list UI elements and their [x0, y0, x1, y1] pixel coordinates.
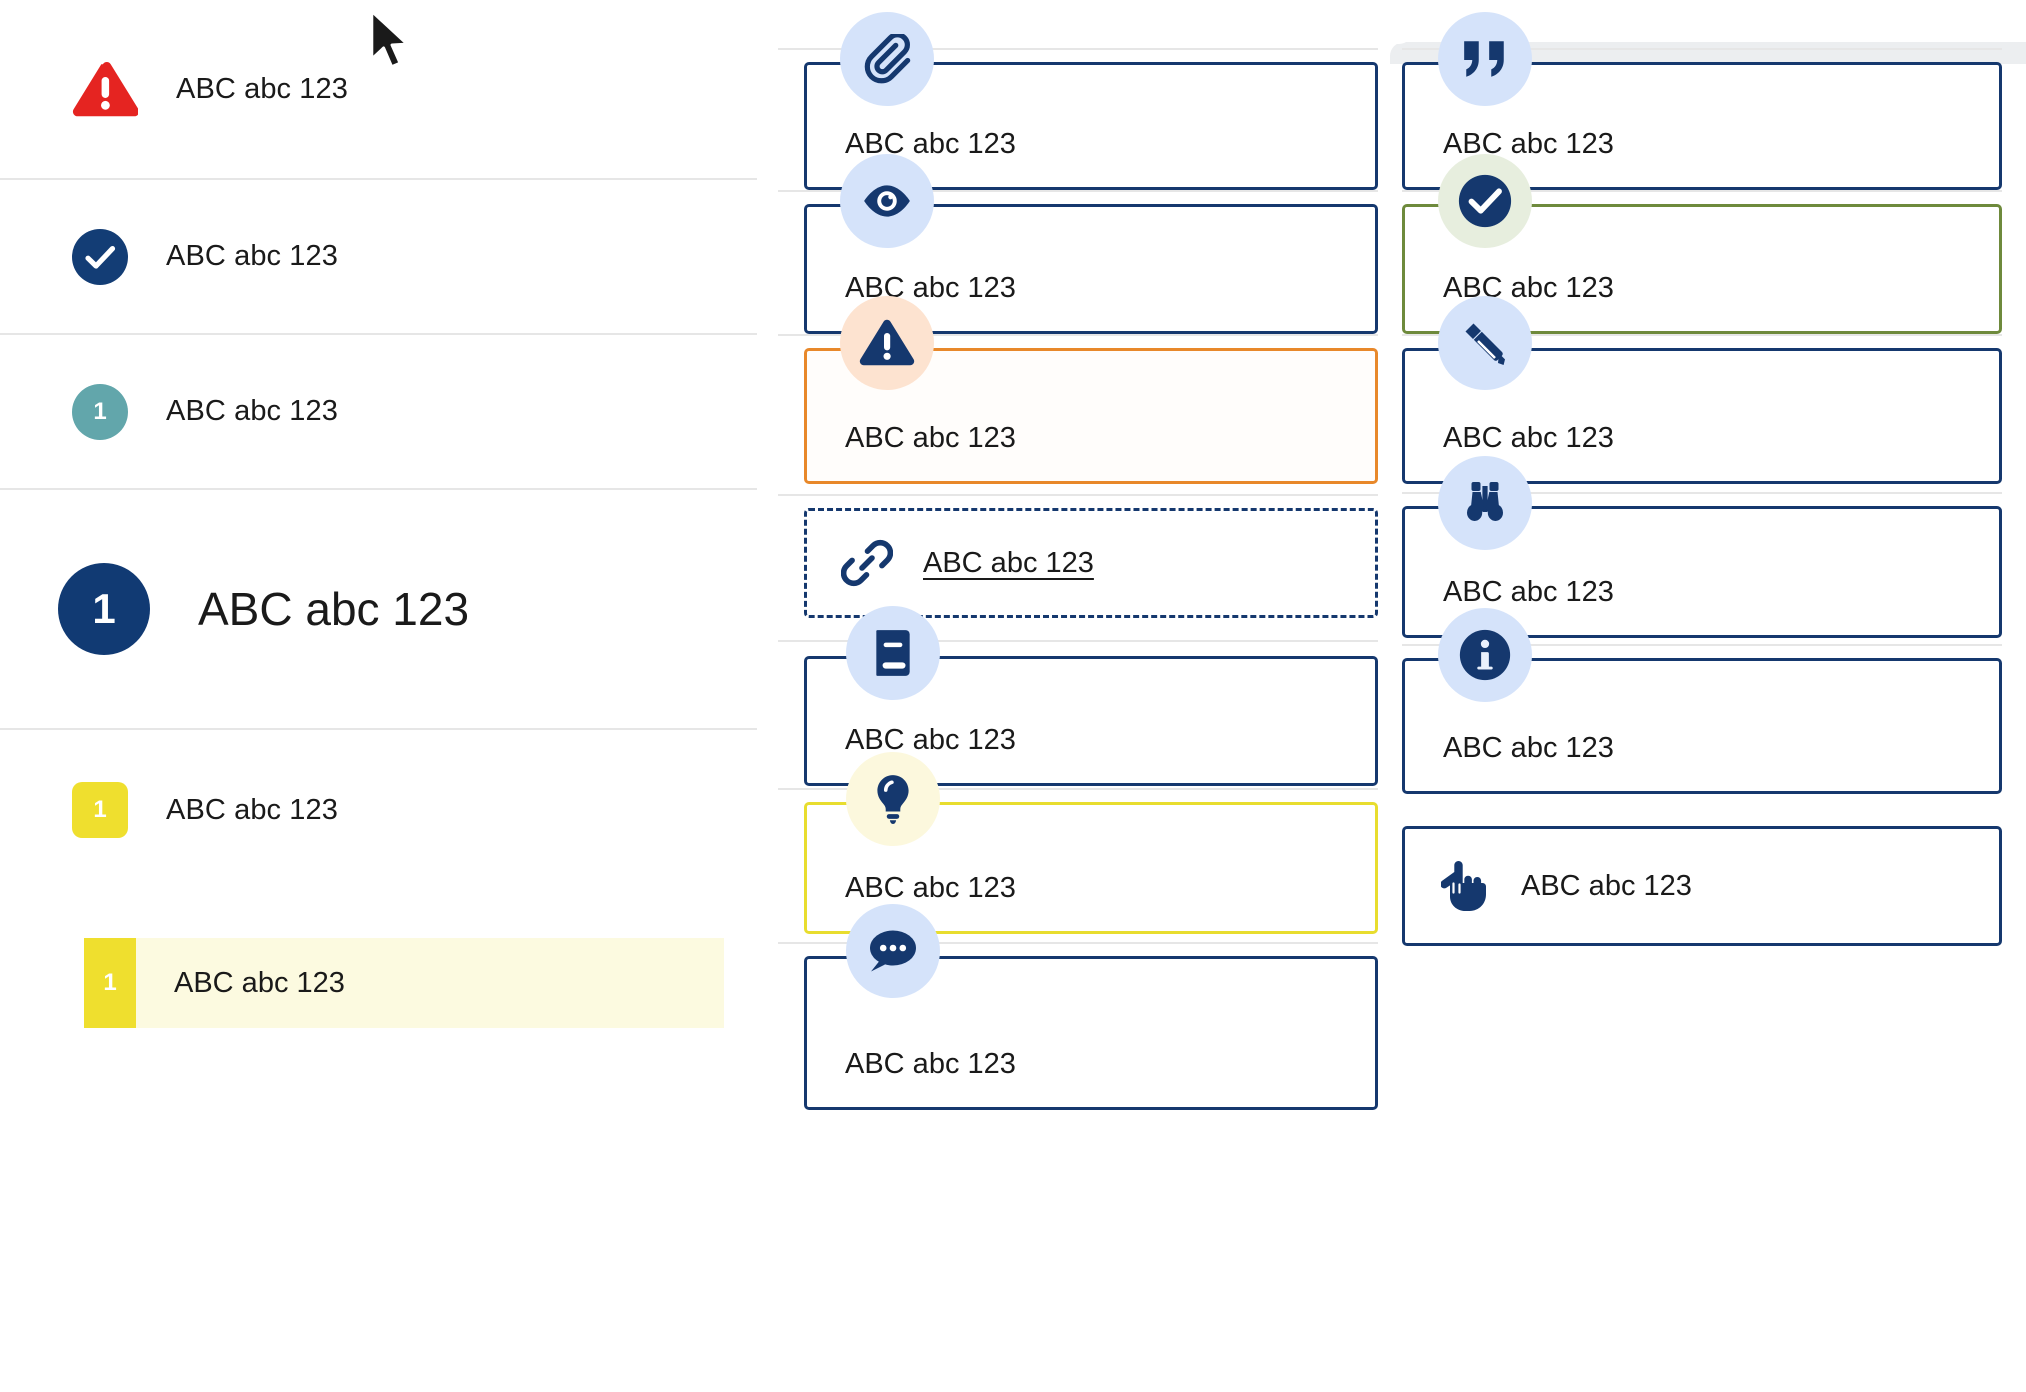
card-slot: ABC abc 123 [778, 296, 1378, 486]
sidebar-item-label: ABC abc 123 [174, 966, 345, 999]
divider [778, 640, 1378, 642]
card-label: ABC abc 123 [1443, 732, 1614, 764]
card-label: ABC abc 123 [845, 724, 1016, 756]
divider [778, 942, 1378, 944]
divider [1402, 48, 2002, 50]
divider [1402, 334, 2002, 336]
panel-corner-decoration [1389, 28, 2026, 64]
sidebar-item-label: ABC abc 123 [198, 583, 470, 635]
pointing-hand-icon [1441, 859, 1487, 913]
card-slot: ABC abc 123 [1402, 296, 2002, 486]
paperclip-icon [840, 12, 934, 106]
card-label: ABC abc 123 [845, 872, 1016, 904]
warning-icon [840, 296, 934, 390]
card-column-middle: ABC abc 123 ABC abc 123 [778, 0, 1378, 1110]
pencil-icon [1438, 296, 1532, 390]
number-circle-icon: 1 [72, 383, 128, 440]
divider [778, 788, 1378, 790]
divider [778, 48, 1378, 50]
card-label: ABC abc 123 [1443, 422, 1614, 454]
divider [778, 190, 1378, 192]
card-slot: ABC abc 123 [778, 154, 1378, 334]
card-action[interactable]: ABC abc 123 [1402, 826, 2002, 946]
link-icon [841, 537, 893, 589]
check-circle-icon [72, 228, 128, 285]
sidebar-item-label: ABC abc 123 [176, 72, 348, 105]
eye-icon [840, 154, 934, 248]
sidebar-item-label: ABC abc 123 [166, 793, 338, 826]
divider [1402, 492, 2002, 494]
card-slot: ABC abc 123 [1402, 786, 2002, 946]
number-square-icon: 1 [72, 782, 128, 838]
card-label: ABC abc 123 [845, 422, 1016, 454]
sidebar-item-danger[interactable]: ABC abc 123 [0, 0, 757, 180]
quote-icon [1438, 12, 1532, 106]
lightbulb-icon [846, 752, 940, 846]
sidebar-item-highlighted[interactable]: 1 ABC abc 123 [84, 938, 724, 1028]
card-slot: ABC abc 123 [778, 904, 1378, 1110]
card-label: ABC abc 123 [1443, 128, 1614, 160]
sidebar-item-success[interactable]: ABC abc 123 [0, 180, 757, 335]
card-slot: ABC abc 123 [1402, 456, 2002, 638]
card-label: ABC abc 123 [845, 128, 1016, 160]
sidebar-item-label: ABC abc 123 [166, 240, 338, 272]
card-label: ABC abc 123 [1521, 869, 1692, 902]
sidebar-item-teal[interactable]: 1 ABC abc 123 [0, 335, 757, 490]
divider [778, 494, 1378, 496]
number-circle-large-icon: 1 [58, 563, 150, 655]
check-circle-icon [1438, 154, 1532, 248]
warning-triangle-icon [72, 60, 138, 118]
sidebar-item-primary-large[interactable]: 1 ABC abc 123 [0, 490, 757, 730]
card-column-right: ABC abc 123 ABC abc 123 [1402, 0, 2002, 946]
info-icon [1438, 608, 1532, 702]
binoculars-icon [1438, 456, 1532, 550]
sidebar: ABC abc 123 ABC abc 123 1 ABC abc 123 1 … [0, 0, 757, 1392]
divider [778, 334, 1378, 336]
card-slot: ABC abc 123 [778, 486, 1378, 634]
sidebar-item-yellow[interactable]: 1 ABC abc 123 [0, 730, 757, 890]
card-label: ABC abc 123 [1443, 576, 1614, 608]
chat-bubble-icon [846, 904, 940, 998]
divider [1402, 190, 2002, 192]
card-label: ABC abc 123 [845, 1048, 1016, 1080]
sidebar-item-label: ABC abc 123 [166, 395, 338, 427]
card-link[interactable]: ABC abc 123 [804, 508, 1378, 618]
card-slot: ABC abc 123 [1402, 608, 2002, 794]
book-icon [846, 606, 940, 700]
card-edit[interactable]: ABC abc 123 [1402, 348, 2002, 484]
number-bar-icon: 1 [84, 938, 136, 1028]
divider [1402, 644, 2002, 646]
card-link-label[interactable]: ABC abc 123 [923, 546, 1094, 579]
mouse-pointer-cursor [370, 9, 409, 69]
